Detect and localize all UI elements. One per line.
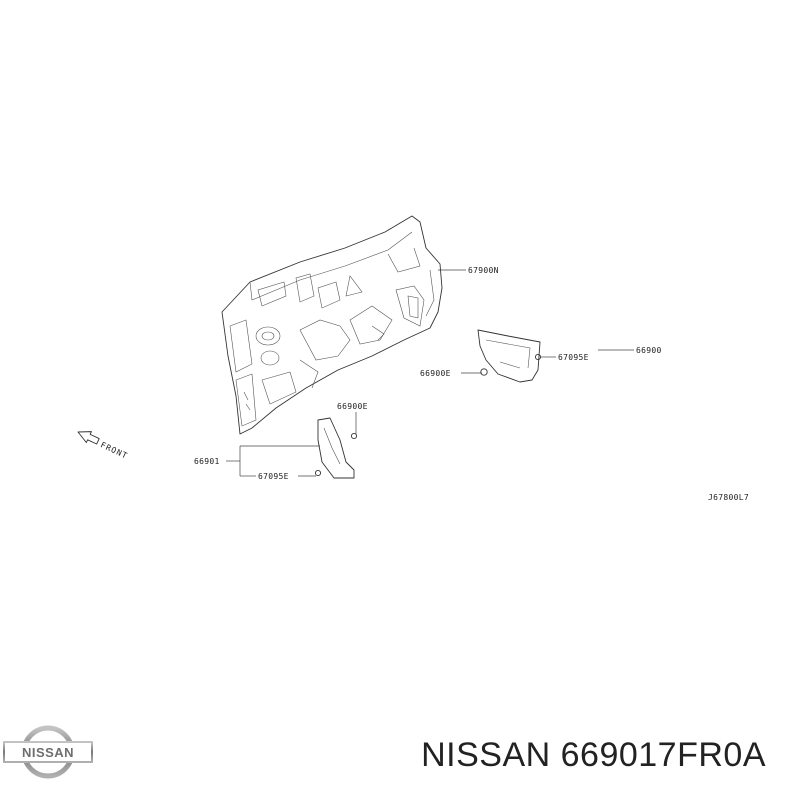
front-direction-indicator: FRONT (77, 431, 129, 461)
callout-right-trim: 66900 (636, 346, 662, 355)
logo-wordmark: NISSAN (22, 745, 74, 760)
front-arrow-icon (77, 431, 100, 445)
leader-lines (226, 269, 634, 477)
dash-insulator-part (221, 215, 443, 435)
product-title: NISSAN 669017FR0A (421, 736, 766, 774)
callout-dash-insulator: 67900N (468, 266, 499, 275)
left-trim-part (317, 417, 355, 479)
callout-left-grommet: 66900E (337, 402, 368, 411)
brand-footer: NISSAN NISSAN 669017FR0A (0, 722, 800, 782)
right-trim-part (477, 329, 541, 383)
callout-right-clip: 67095E (558, 353, 589, 362)
front-label: FRONT (99, 440, 129, 460)
diagram-code: J67800L7 (708, 493, 749, 502)
fastener-clips (314, 353, 542, 477)
callout-left-trim: 66901 (194, 457, 220, 466)
exploded-parts-diagram: 67900N 66900 67095E 66900E 66900E 66901 … (77, 215, 749, 502)
nissan-logo: NISSAN (3, 725, 93, 779)
callout-left-clip: 67095E (258, 472, 289, 481)
callout-right-grommet: 66900E (420, 369, 451, 378)
